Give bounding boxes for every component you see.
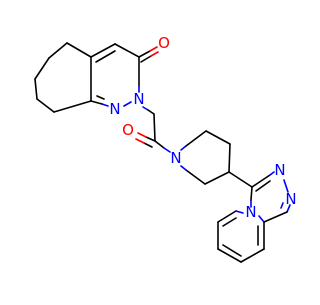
bond xyxy=(286,204,291,213)
pyridazinone-ring xyxy=(90,43,159,107)
bond xyxy=(114,43,140,58)
bond xyxy=(263,211,288,223)
molecule-diagram: O N N O N N N N xyxy=(34,34,297,263)
bond xyxy=(53,100,92,113)
atom-label-n3: N xyxy=(170,149,181,167)
bond xyxy=(228,171,253,188)
atom-label-n6: N xyxy=(245,203,256,221)
bond xyxy=(101,103,109,107)
bond xyxy=(204,171,230,185)
triazolopyridine xyxy=(217,171,291,263)
acetyl-linker xyxy=(135,106,171,153)
bond xyxy=(90,43,116,58)
bond xyxy=(222,217,237,227)
bond xyxy=(185,169,206,185)
atom-label-o1: O xyxy=(158,34,170,52)
atom-labels: O N N O N N N N xyxy=(109,34,296,221)
bond xyxy=(66,42,92,58)
bond xyxy=(95,50,116,63)
bond xyxy=(240,248,265,263)
atom-label-n1: N xyxy=(133,90,144,108)
bond xyxy=(137,132,147,138)
bond xyxy=(36,98,55,113)
bond xyxy=(217,248,242,263)
bond xyxy=(228,143,231,173)
structure-svg: O N N O N N N N xyxy=(34,34,297,263)
bond xyxy=(222,244,242,257)
bond xyxy=(135,138,145,144)
bond xyxy=(180,145,187,151)
bond xyxy=(150,51,159,57)
bond xyxy=(153,113,156,142)
bond xyxy=(138,50,151,58)
atom-label-n5: N xyxy=(285,190,296,208)
bond xyxy=(123,101,132,107)
bond xyxy=(163,147,171,153)
bond xyxy=(48,42,68,59)
piperidine-ring xyxy=(180,130,231,185)
bond xyxy=(269,171,275,176)
bond xyxy=(250,186,253,201)
bond xyxy=(149,46,158,52)
bond xyxy=(180,165,187,171)
bond xyxy=(255,180,271,192)
bond xyxy=(258,215,265,223)
bond xyxy=(185,130,207,147)
bond xyxy=(142,106,149,111)
bond xyxy=(280,202,284,209)
atom-label-n2: N xyxy=(109,100,120,118)
bond xyxy=(251,174,271,188)
bond xyxy=(235,210,244,214)
bond xyxy=(154,140,165,149)
bond xyxy=(34,57,50,80)
bond xyxy=(140,55,152,63)
bond xyxy=(217,210,237,223)
bond xyxy=(143,142,153,148)
bond xyxy=(145,136,156,142)
bond xyxy=(205,130,231,145)
atom-label-n4: N xyxy=(274,161,285,179)
atom-label-o2: O xyxy=(122,121,134,139)
bond xyxy=(96,95,105,100)
bond xyxy=(283,179,289,193)
bond xyxy=(147,109,155,115)
bond xyxy=(90,100,103,105)
bond xyxy=(34,78,38,100)
cycloheptane-ring xyxy=(34,42,92,113)
